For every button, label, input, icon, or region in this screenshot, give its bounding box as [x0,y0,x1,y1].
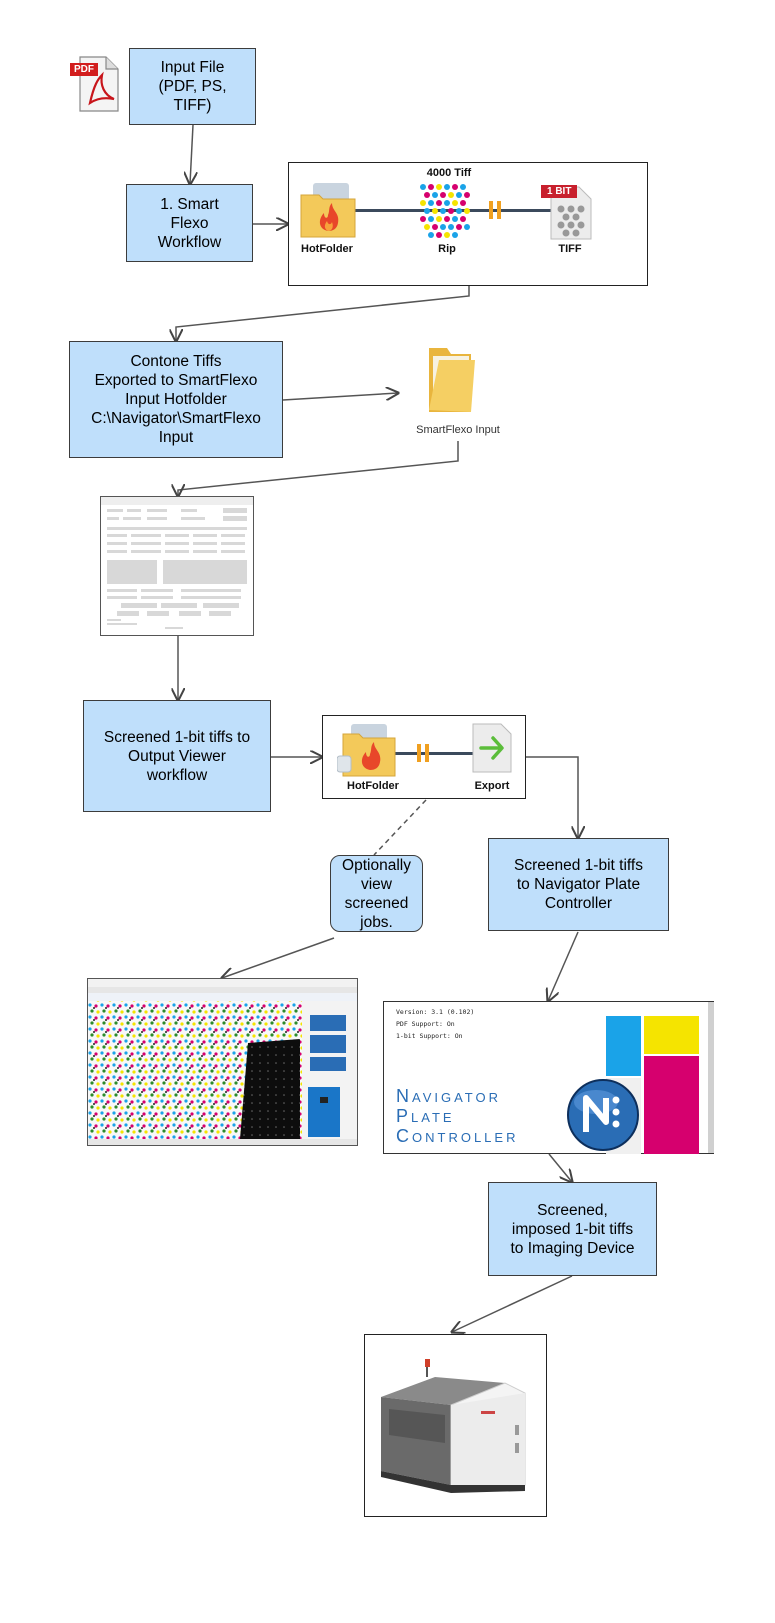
pause-icon [489,201,503,219]
arrow-input-to-smartflexo [190,124,193,184]
optionally-view-label: Optionally view screened jobs. [342,856,411,931]
navigator-title-line2: Plate [396,1106,455,1126]
one-bit-badge: 1 BIT [541,185,578,198]
hotfolder-label-2: HotFolder [347,780,399,792]
pdf-file-icon: PDF [70,55,122,113]
arrow-optional-to-viewer [222,937,335,978]
output-viewer-screenshot [87,978,358,1146]
imaging-device-photo [364,1334,547,1517]
onebit-support-text: 1-bit Support: On [396,1032,463,1040]
rip-label: Rip [438,243,456,255]
splash-right-edge [708,1002,714,1153]
output-viewer-workflow-panel: HotFolder Export [322,715,526,799]
input-file-label: Input File (PDF, PS, TIFF) [158,59,227,114]
arrow-navigator-to-splash [548,931,579,1001]
arrow-workflow-to-contone [176,286,470,341]
smart-flexo-label: 1. Smart Flexo Workflow [157,195,222,251]
dashed-workflow2-to-optional [373,799,427,856]
tiff-label: TIFF [558,243,582,255]
version-text: Version: 3.1 (0.102) [396,1008,475,1016]
workflow2-line [393,752,475,755]
input-file-box: Input File (PDF, PS, TIFF) [129,48,256,125]
arrow-workflow2-to-navigator [526,756,578,838]
screened-imaging-label: Screened, imposed 1-bit tiffs to Imaging… [510,1201,635,1257]
navigator-title-line3: Controller [396,1126,519,1146]
pdf-support-text: PDF Support: On [396,1020,455,1028]
arrow-splash-to-imaging [548,1153,572,1182]
screened-navigator-label: Screened 1-bit tiffs to Navigator Plate … [514,857,643,912]
screened-output-viewer-box: Screened 1-bit tiffs to Output Viewer wo… [83,700,271,812]
export-icon [471,722,513,774]
pdf-badge: PDF [70,63,98,76]
contone-box: Contone Tiffs Exported to SmartFlexo Inp… [69,341,283,458]
smartflexo-input-label: SmartFlexo Input [416,424,500,436]
hotfolder-label: HotFolder [301,243,353,255]
folder-icon [425,340,481,416]
optionally-view-box: Optionally view screened jobs. [330,855,423,932]
navigator-splash-screen: Version: 3.1 (0.102) PDF Support: On 1-b… [383,1001,714,1154]
export-label: Export [474,780,510,792]
hotfolder-icon [299,181,357,239]
screened-imaging-box: Screened, imposed 1-bit tiffs to Imaging… [488,1182,657,1276]
hotfolder-icon-2 [336,722,397,778]
tiff-file-icon: 1 BIT [541,183,595,241]
arrow-contone-to-folder [282,393,398,401]
rip-icon [417,181,477,239]
pause-icon-2 [417,744,431,762]
workflow-4000-tiff-panel: 4000 Tiff HotFolder Rip [288,162,648,286]
workflow-title: 4000 Tiff [426,167,472,179]
screened-output-viewer-label: Screened 1-bit tiffs to Output Viewer wo… [103,728,251,784]
smart-flexo-box: 1. Smart Flexo Workflow [126,184,253,262]
settings-dialog-thumbnail [100,496,254,636]
screened-navigator-box: Screened 1-bit tiffs to Navigator Plate … [488,838,669,931]
arrow-imaging-to-device [452,1275,573,1332]
navigator-title-line1: Navigator [396,1086,502,1106]
contone-label: Contone Tiffs Exported to SmartFlexo Inp… [91,353,261,446]
navigator-logo-icon [566,1078,640,1152]
